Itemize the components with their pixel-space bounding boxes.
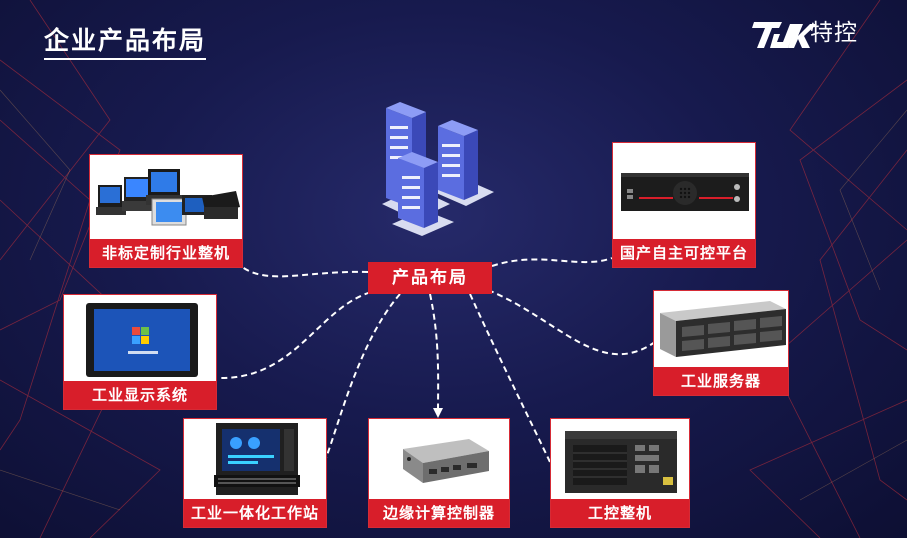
product-card-ipc[interactable]: 工控整机 — [550, 418, 690, 528]
page-title: 企业产品布局 — [44, 26, 207, 60]
edge-controller-icon — [403, 439, 489, 483]
product-card-edge[interactable]: 边缘计算控制器 — [368, 418, 510, 528]
product-label: 工业显示系统 — [64, 381, 216, 409]
company-logo-icon — [752, 22, 817, 48]
product-label: 国产自主可控平台 — [613, 239, 755, 267]
product-label: 边缘计算控制器 — [369, 499, 509, 527]
product-label: 非标定制行业整机 — [90, 239, 242, 267]
product-layout-center-label: 产品布局 — [368, 262, 492, 294]
product-card-server[interactable]: 工业服务器 — [653, 290, 789, 396]
logo-text: 特控 — [810, 20, 858, 46]
product-card-workstation[interactable]: 工业一体化工作站 — [183, 418, 327, 528]
product-label: 工控整机 — [551, 499, 689, 527]
embedded-box-pc-icon — [621, 173, 749, 211]
product-card-display[interactable]: 工业显示系统 — [63, 294, 217, 410]
product-card-custom[interactable]: 非标定制行业整机 — [89, 154, 243, 268]
product-label: 工业一体化工作站 — [184, 499, 326, 527]
product-card-domestic[interactable]: 国产自主可控平台 — [612, 142, 756, 268]
product-label: 工业服务器 — [654, 367, 788, 395]
industrial-pc-icon — [565, 431, 677, 493]
rack-server-icon — [660, 301, 786, 357]
industrial-display-icon — [86, 303, 198, 377]
industrial-workstation-icon — [214, 423, 300, 495]
rugged-laptops-icon — [96, 169, 240, 226]
server-cluster-icon — [382, 102, 494, 236]
